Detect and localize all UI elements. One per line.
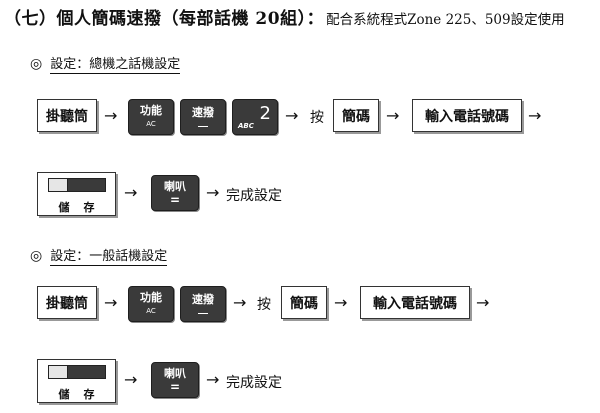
function-key[interactable]: 功能 AC [128,286,174,322]
section-label: 設定：總機之話機設定 [50,53,181,74]
save-label: 儲存 [58,201,109,214]
done-text: 完成設定 [226,375,282,391]
page-title: （七）個人簡碼速撥（每部話機 20組）： 配合系統程式Zone 225、509設… [4,4,565,29]
arrow-icon: → [334,293,348,312]
title-main-number: 20 [255,9,281,29]
speaker-key[interactable]: 喇叭 = [151,362,199,398]
done-text: 完成設定 [226,188,282,204]
title-subtitle: 配合系統程式Zone 225、509設定使用 [326,12,565,28]
arrow-icon: → [124,370,138,389]
digit-2-key[interactable]: 2 ABC [232,99,278,135]
arrow-icon: → [124,183,138,202]
arrow-icon: → [104,106,118,125]
arrow-icon: → [285,106,299,125]
code-step: 簡碼 [281,286,327,319]
arrow-icon: → [386,106,400,125]
arrow-icon: → [528,106,542,125]
underscore-icon [198,313,208,314]
hook-off-step: 掛聽筒 [37,286,97,319]
section-label: 設定：一般話機設定 [50,245,168,266]
enter-number-step: 輸入電話號碼 [412,99,522,132]
arrow-icon: → [476,293,490,312]
arrow-icon: → [104,293,118,312]
bullseye-icon: ◎ [30,247,43,264]
section-heading-operator: ◎ 設定：總機之話機設定 [30,53,181,74]
press-text: 按 [310,110,324,126]
speaker-key[interactable]: 喇叭 = [151,175,199,211]
save-label: 儲存 [58,388,109,401]
save-switch-step: 儲存 [37,359,116,403]
press-text: 按 [257,297,271,313]
toggle-switch-icon [48,178,106,192]
title-main-suffix: 組）： [280,9,325,29]
arrow-icon: → [206,183,220,202]
speed-dial-key[interactable]: 速撥 [180,99,226,135]
arrow-icon: → [206,370,220,389]
save-switch-step: 儲存 [37,172,116,216]
bullseye-icon: ◎ [30,55,43,72]
title-main-prefix: （七）個人簡碼速撥（每部話機 [4,9,256,29]
code-step: 簡碼 [333,99,379,132]
speed-dial-key[interactable]: 速撥 [180,286,226,322]
hook-off-step: 掛聽筒 [37,99,97,132]
section-heading-extension: ◎ 設定：一般話機設定 [30,245,168,266]
underscore-icon [198,126,208,127]
function-key[interactable]: 功能 AC [128,99,174,135]
arrow-icon: → [233,293,247,312]
enter-number-step: 輸入電話號碼 [360,286,470,319]
toggle-switch-icon [48,365,106,379]
